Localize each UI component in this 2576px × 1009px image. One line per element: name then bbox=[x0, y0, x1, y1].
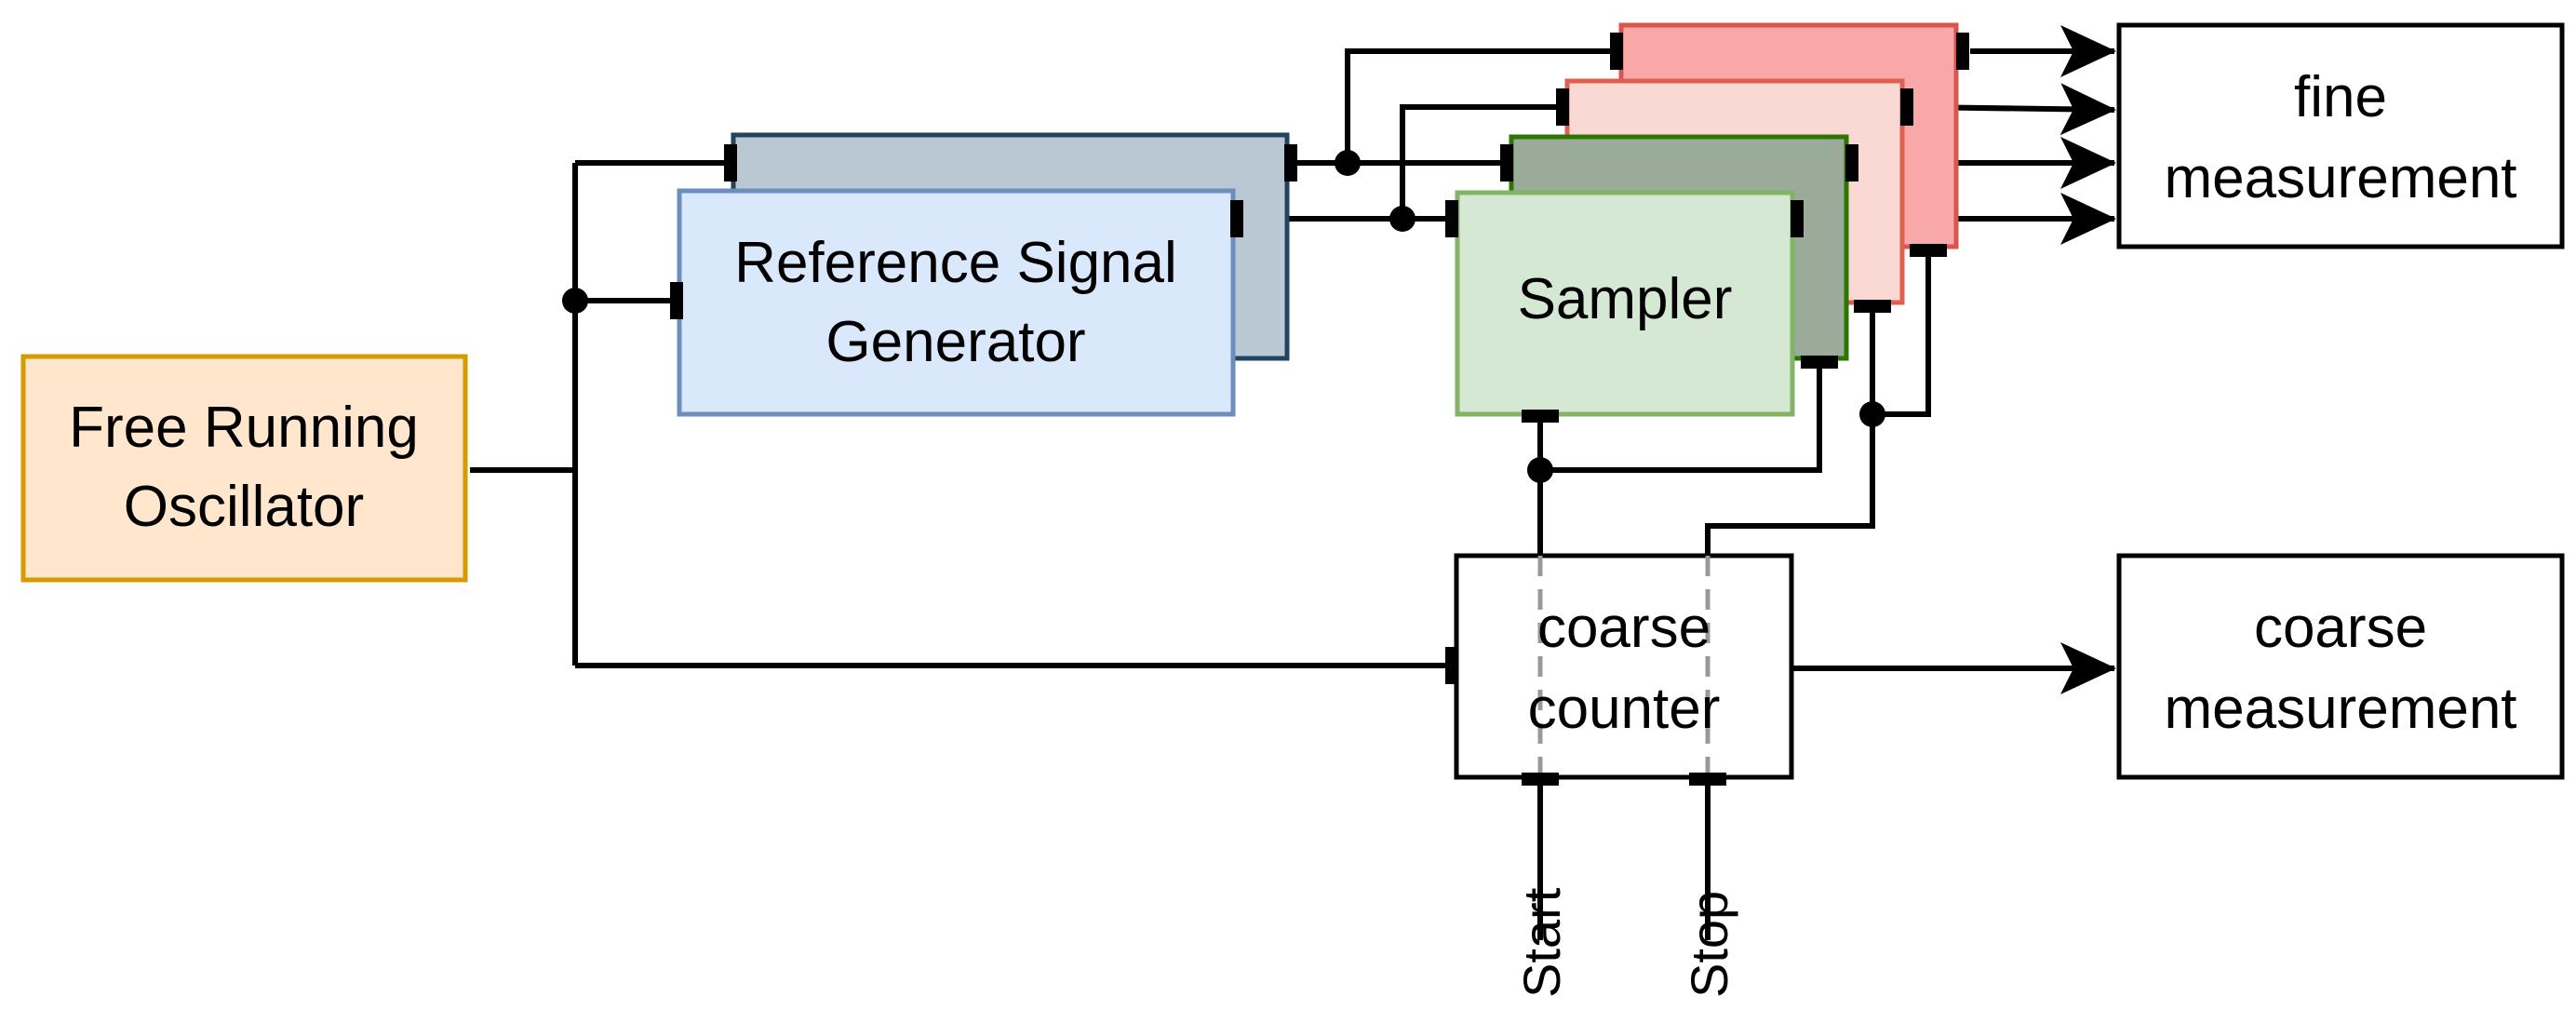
reference-generator-block: Reference Signal Generator bbox=[677, 132, 1290, 417]
oscillator-label-line1: Free Running bbox=[69, 396, 419, 460]
coarse-measurement-line2: measurement bbox=[2164, 677, 2516, 741]
start-label: Start bbox=[1512, 887, 1571, 998]
junction-dot bbox=[1527, 457, 1553, 483]
coarse-counter-line2: counter bbox=[1528, 677, 1721, 741]
coarse-counter-line1: coarse bbox=[1537, 596, 1711, 660]
port bbox=[1284, 144, 1297, 182]
port bbox=[1610, 33, 1623, 70]
coarse-counter-block: coarse counter bbox=[1454, 553, 1794, 780]
port bbox=[1845, 144, 1858, 182]
fine-measurement-block: fine measurement bbox=[2116, 22, 2565, 249]
oscillator-label-line2: Oscillator bbox=[124, 475, 364, 539]
port bbox=[670, 282, 683, 319]
ports bbox=[670, 33, 1969, 786]
port bbox=[1445, 200, 1458, 237]
fine-label-line1: fine bbox=[2294, 65, 2387, 129]
sampler-label: Sampler bbox=[1518, 267, 1733, 331]
port bbox=[1689, 773, 1726, 786]
junction-dot bbox=[1335, 150, 1361, 176]
rsg-label-line1: Reference Signal bbox=[734, 231, 1177, 295]
port bbox=[1522, 773, 1559, 786]
port bbox=[1556, 88, 1569, 126]
stop-to-red bbox=[1872, 247, 1931, 417]
port bbox=[1801, 356, 1838, 369]
port bbox=[1230, 200, 1243, 237]
port bbox=[1791, 200, 1804, 237]
wire-to-red-back bbox=[1345, 48, 1619, 163]
junctions bbox=[562, 150, 1885, 483]
wire-to-red-mid bbox=[1400, 104, 1563, 219]
fine-label-line2: measurement bbox=[2164, 146, 2516, 210]
port bbox=[1522, 410, 1559, 423]
rsg-label-line2: Generator bbox=[825, 310, 1085, 374]
coarse-measurement-line1: coarse bbox=[2254, 596, 2427, 660]
port bbox=[1956, 33, 1969, 70]
junction-dot bbox=[1389, 206, 1415, 232]
junction-dot bbox=[562, 288, 588, 314]
port bbox=[724, 144, 737, 182]
port bbox=[1500, 144, 1513, 182]
sampler-stack: Sampler bbox=[1455, 22, 1959, 417]
junction-dot bbox=[1859, 401, 1885, 427]
coarse-measurement-block: coarse measurement bbox=[2116, 553, 2565, 780]
start-to-green-back bbox=[1540, 363, 1822, 473]
input-labels: Start Stop bbox=[1512, 887, 1738, 998]
stop-label: Stop bbox=[1680, 891, 1738, 998]
port bbox=[1445, 647, 1458, 684]
port bbox=[1900, 88, 1913, 126]
sampler-front bbox=[1455, 190, 1795, 417]
port bbox=[1910, 244, 1947, 257]
rsg-front bbox=[677, 188, 1236, 417]
port bbox=[1854, 300, 1891, 313]
oscillator-block: Free Running Oscillator bbox=[20, 354, 468, 583]
